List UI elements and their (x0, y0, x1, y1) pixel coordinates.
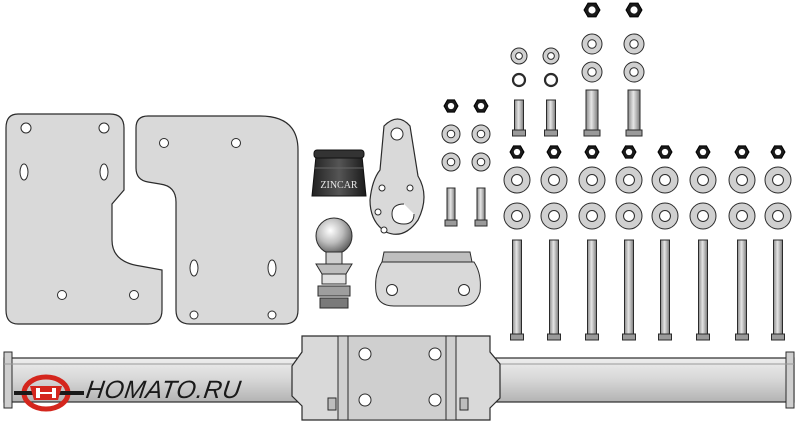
socket-bracket (369, 118, 425, 235)
small-bolt-set (441, 99, 491, 227)
bolt (660, 239, 670, 335)
bolt (512, 239, 522, 335)
lock-washer (511, 72, 527, 88)
homato-logo (14, 374, 84, 412)
top-bolt-set (510, 2, 645, 137)
center-mount-plate (291, 335, 501, 421)
bolt (624, 239, 634, 335)
tow-ball (315, 217, 353, 309)
bolt (446, 187, 456, 221)
bolt (587, 239, 597, 335)
lock-washer (543, 72, 559, 88)
bolt (773, 239, 783, 335)
bolt (737, 239, 747, 335)
bolt (546, 99, 556, 131)
bolt (549, 239, 559, 335)
ball-cover-brand: ZINCAR (320, 180, 358, 191)
mounting-plate-left (5, 113, 163, 325)
long-bolt-set (503, 145, 792, 341)
bolt (476, 187, 486, 221)
ball-mount-bracket (375, 251, 481, 307)
mounting-plate-right (135, 115, 299, 325)
bolt (698, 239, 708, 335)
bolt (514, 99, 524, 131)
watermark-text: HOMATO.RU (84, 376, 244, 404)
tow-ball-cover: ZINCAR (311, 149, 367, 197)
bolt (627, 89, 641, 131)
bolt (585, 89, 599, 131)
